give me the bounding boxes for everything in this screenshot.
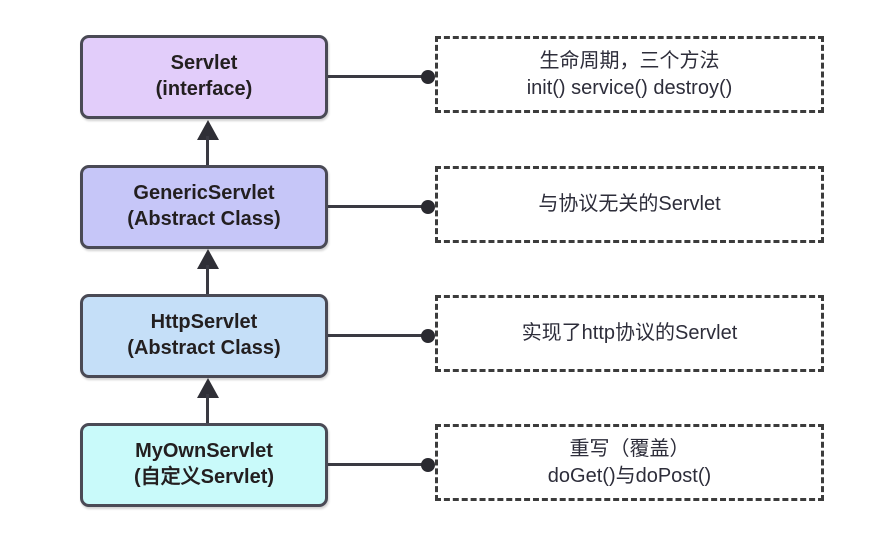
- node-servlet[interactable]: Servlet (interface): [80, 35, 328, 119]
- node-myownservlet[interactable]: MyOwnServlet (自定义Servlet): [80, 423, 328, 507]
- note-servlet[interactable]: 生命周期，三个方法 init() service() destroy(): [435, 36, 824, 113]
- note-myownservlet[interactable]: 重写（覆盖） doGet()与doPost(): [435, 424, 824, 501]
- connector-dot-icon: [421, 329, 435, 343]
- connector-line-genericservlet-note: [328, 205, 428, 208]
- node-genericservlet-subtitle: (Abstract Class): [127, 208, 281, 230]
- connector-dot-icon: [421, 458, 435, 472]
- arrow-shaft: [206, 265, 209, 294]
- node-httpservlet[interactable]: HttpServlet (Abstract Class): [80, 294, 328, 378]
- node-myownservlet-title: MyOwnServlet: [135, 440, 273, 463]
- node-genericservlet[interactable]: GenericServlet (Abstract Class): [80, 165, 328, 249]
- node-httpservlet-title: HttpServlet: [150, 311, 258, 334]
- connector-dot-icon: [421, 70, 435, 84]
- note-myownservlet-line1: 重写（覆盖）: [569, 437, 690, 460]
- arrowhead-up-icon: [197, 378, 219, 398]
- node-servlet-subtitle: (interface): [155, 78, 253, 100]
- connector-line-httpservlet-note: [328, 334, 428, 337]
- arrow-myownservlet-to-httpservlet: [197, 378, 219, 423]
- note-myownservlet-line2: doGet()与doPost(): [547, 464, 712, 487]
- arrowhead-up-icon: [197, 249, 219, 269]
- note-genericservlet[interactable]: 与协议无关的Servlet: [435, 166, 824, 243]
- node-servlet-title: Servlet: [170, 52, 238, 75]
- arrow-shaft: [206, 394, 209, 423]
- arrow-genericservlet-to-servlet: [197, 120, 219, 165]
- note-httpservlet[interactable]: 实现了http协议的Servlet: [435, 295, 824, 372]
- note-servlet-line1: 生命周期，三个方法: [539, 49, 720, 72]
- note-servlet-line2: init() service() destroy(): [526, 76, 733, 99]
- node-myownservlet-subtitle: (自定义Servlet): [133, 466, 275, 488]
- arrow-shaft: [206, 136, 209, 165]
- connector-dot-icon: [421, 200, 435, 214]
- connector-line-myownservlet-note: [328, 463, 428, 466]
- node-httpservlet-subtitle: (Abstract Class): [127, 337, 281, 359]
- arrowhead-up-icon: [197, 120, 219, 140]
- note-genericservlet-line1: 与协议无关的Servlet: [538, 193, 721, 215]
- connector-line-servlet-note: [328, 75, 428, 78]
- note-httpservlet-line1: 实现了http协议的Servlet: [521, 322, 738, 344]
- arrow-httpservlet-to-genericservlet: [197, 249, 219, 294]
- node-genericservlet-title: GenericServlet: [133, 182, 275, 205]
